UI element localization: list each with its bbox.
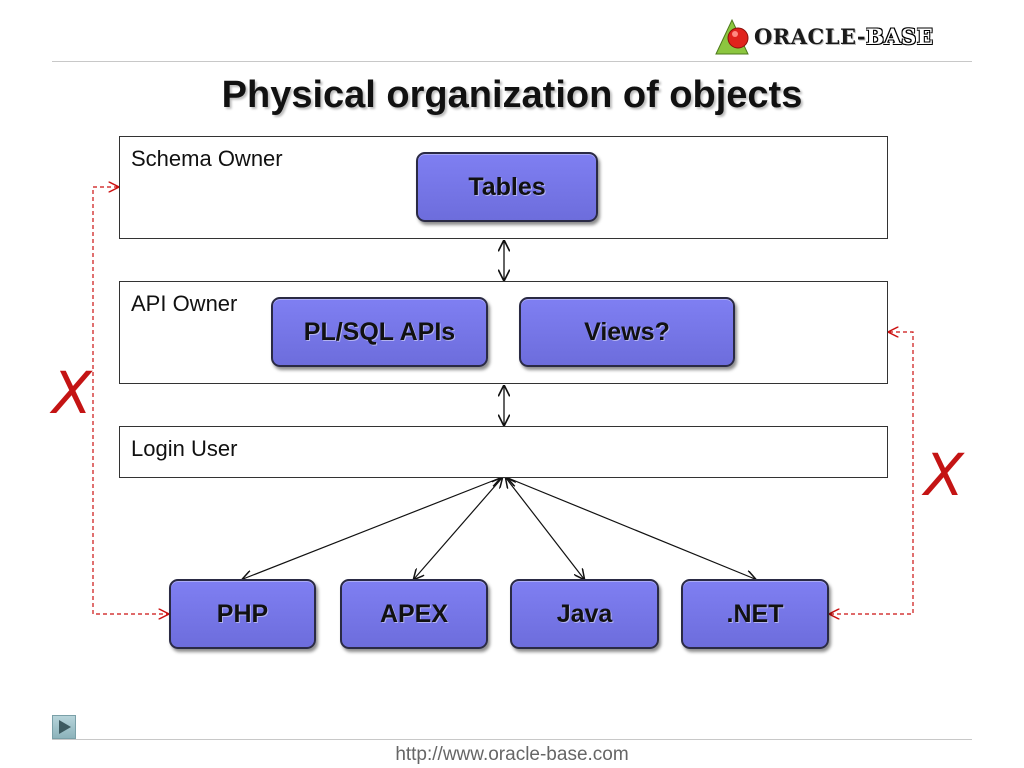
oracle-base-logo-icon bbox=[715, 18, 749, 55]
blocked-mark-right: X bbox=[924, 441, 964, 509]
login-apex-arrow bbox=[414, 478, 502, 579]
logo-text-oracle: ORACLE bbox=[754, 24, 857, 49]
blocked-path-right bbox=[830, 332, 914, 614]
blocked-mark-left: X bbox=[52, 359, 92, 427]
play-arrow-icon bbox=[59, 720, 71, 734]
apex-node: APEX bbox=[340, 579, 488, 649]
api-owner-box: API Owner bbox=[119, 281, 888, 384]
java-node: Java bbox=[510, 579, 659, 649]
dotnet-node: .NET bbox=[681, 579, 829, 649]
footer-divider bbox=[52, 739, 972, 740]
login-user-label: Login User bbox=[131, 436, 238, 461]
schema-owner-label: Schema Owner bbox=[131, 146, 283, 171]
blocked-path-left bbox=[92, 187, 168, 614]
login-dotnet-arrow bbox=[508, 478, 755, 579]
logo-text-base: BASE bbox=[866, 24, 934, 49]
plsql-apis-node: PL/SQL APIs bbox=[271, 297, 488, 367]
views-node: Views? bbox=[519, 297, 735, 367]
login-php-arrow bbox=[243, 478, 500, 579]
next-slide-button[interactable] bbox=[52, 715, 76, 739]
oracle-base-logo: ORACLE-BASE bbox=[712, 14, 972, 58]
footer-url: http://www.oracle-base.com bbox=[395, 744, 629, 765]
login-user-box: Login User bbox=[119, 426, 888, 478]
php-node: PHP bbox=[169, 579, 316, 649]
tables-node: Tables bbox=[416, 152, 598, 222]
slide-title: Physical organization of objects bbox=[221, 74, 803, 116]
api-owner-label: API Owner bbox=[131, 291, 238, 316]
header-divider bbox=[52, 61, 972, 62]
logo-wordmark: ORACLE-BASE bbox=[754, 24, 933, 49]
logo-text-dash: - bbox=[856, 24, 867, 49]
